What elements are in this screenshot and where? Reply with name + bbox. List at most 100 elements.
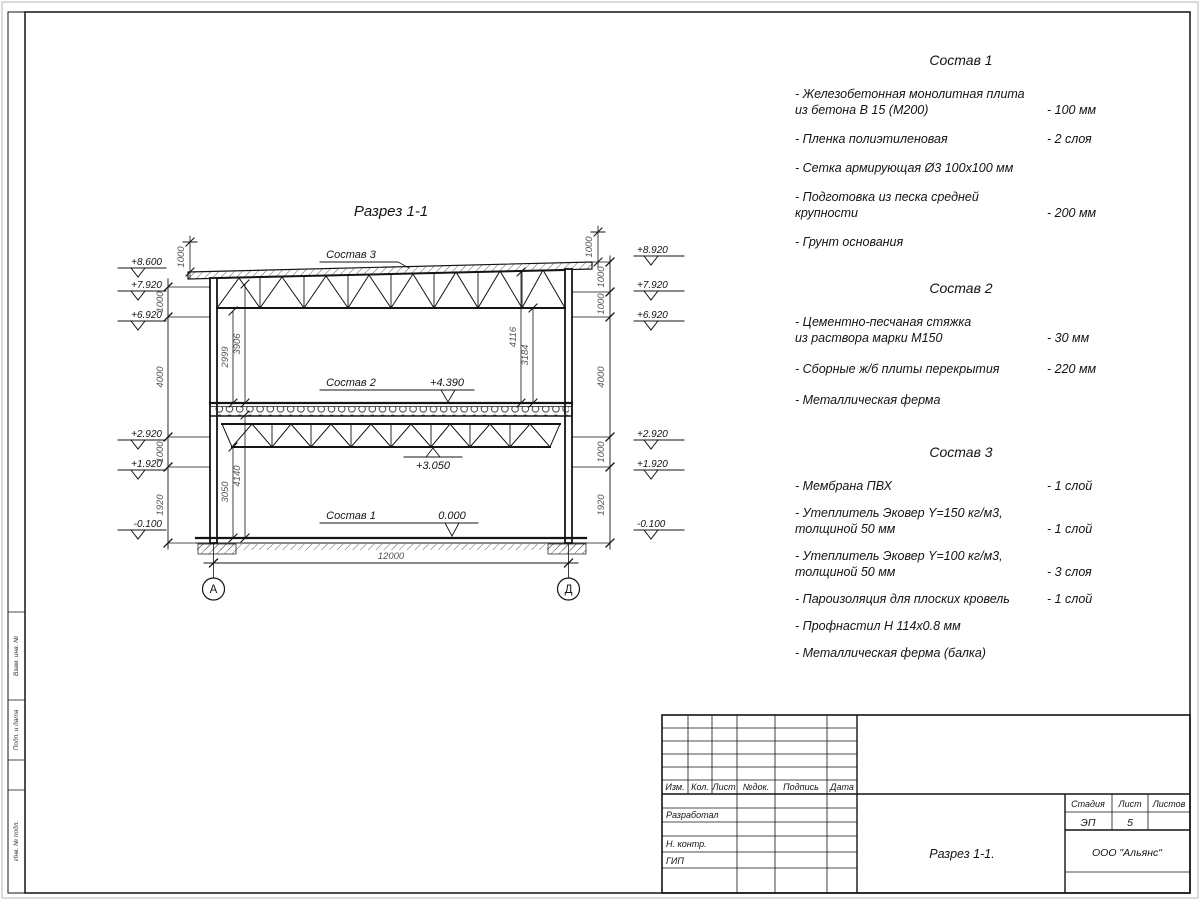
tb-stage-label: Стадия (1071, 799, 1105, 809)
spec-item: - Утеплитель Эковер Y=100 кг/м3, толщино… (795, 548, 1127, 580)
left-stamp-strip: Взам. инв. № Подп. и дата Инв. № подл. (12, 636, 20, 861)
tb-sheet-value: 5 (1127, 817, 1133, 829)
level-floor-label: 0.000 (438, 510, 466, 522)
stamp-label: Взам. инв. № (13, 636, 20, 676)
dim-label: 4000 (596, 366, 607, 388)
tb-sheet-label: Лист (1117, 799, 1142, 809)
axis-letter-right: Д (565, 584, 573, 596)
section-view (117, 225, 685, 601)
spec-item: - Пароизоляция для плоских кровель - 1 с… (795, 591, 1127, 607)
spec-item: - Металлическая ферма (балка) (795, 645, 1127, 661)
spec-item-name: - Мембрана ПВХ (795, 479, 892, 493)
spec-item-name: - Пароизоляция для плоских кровель (795, 592, 1010, 606)
spec-item-value: - 2 слоя (1047, 132, 1092, 146)
elevation-label: +7.920 (131, 280, 162, 291)
roof-slab (187, 261, 593, 280)
dim-label: 4116 (508, 326, 519, 347)
tb-role-gip: ГИП (666, 856, 684, 866)
dim-label: 3050 (220, 481, 231, 503)
dim-label: 1000 (584, 236, 595, 258)
title-block (661, 714, 1191, 894)
dim-chain-left (163, 235, 211, 550)
callout-sostav-1: Состав 1 (326, 510, 376, 522)
dim-label: 1000 (596, 293, 607, 315)
tb-col-data: Дата (829, 782, 854, 792)
spec-item-name: - Грунт основания (795, 235, 904, 249)
mid-slab (208, 401, 574, 417)
spec-list-sostav-2: Состав 2 - Цементно-песчаная стяжка из р… (795, 280, 1127, 423)
spec-item: - Мембрана ПВХ - 1 слой (795, 478, 1127, 494)
spec-item-value: - 3 слоя (1047, 565, 1092, 579)
axis-bubble-left (201, 577, 226, 601)
dim-label: 1000 (155, 441, 166, 463)
elevation-label: +7.920 (637, 280, 668, 291)
tb-role-developed: Разработал (666, 810, 718, 820)
elevation-label: +2.920 (637, 429, 668, 440)
elevation-marks-right (633, 255, 685, 540)
dim-label: 2999 (220, 346, 231, 369)
elevation-label: +2.920 (131, 429, 162, 440)
dims-interior (228, 267, 538, 543)
spec-item: - Грунт основания (795, 234, 1127, 250)
tb-col-podpis: Подпись (783, 782, 819, 792)
tb-col-izm: Изм. (665, 782, 684, 792)
spec-item-value: - 1 слой (1047, 522, 1093, 536)
elevation-label: -0.100 (134, 519, 163, 530)
spec-item: - Пленка полиэтиленовая - 2 слоя (795, 131, 1127, 147)
elevation-label: +6.920 (131, 310, 162, 321)
spec-item-name: - Сетка армирующая Ø3 100х100 мм (795, 161, 1014, 175)
tb-col-ndok: №док. (743, 782, 769, 792)
spec-item: - Железобетонная монолитная плита из бет… (795, 86, 1127, 118)
spec-item: - Сетка армирующая Ø3 100х100 мм (795, 160, 1127, 176)
stamp-label: Инв. № подл. (12, 821, 20, 862)
spec-item-name: - Утеплитель Эковер Y=150 кг/м3, толщино… (795, 506, 1003, 536)
elevation-label: +6.920 (637, 310, 668, 321)
stamp-label: Подп. и дата (12, 709, 20, 750)
spec-item-value: - 1 слой (1047, 479, 1093, 493)
ground-floor (194, 536, 588, 555)
tb-doc-name: Разрез 1-1. (929, 847, 994, 861)
spec-item: - Подготовка из песка средней крупности … (795, 189, 1127, 221)
spec-item-name: - Сборные ж/б плиты перекрытия (795, 362, 1000, 376)
spec-item-name: - Металлическая ферма (795, 393, 941, 407)
spec-item-value: - 1 слой (1047, 592, 1093, 606)
spec-item-name: - Подготовка из песка средней крупности (795, 190, 979, 220)
spec-list-sostav-1: Состав 1 - Железобетонная монолитная пли… (795, 52, 1127, 263)
spec-item-name: - Утеплитель Эковер Y=100 кг/м3, толщино… (795, 549, 1003, 579)
spec-item-value: - 30 мм (1047, 331, 1090, 345)
elevation-label: +8.920 (637, 245, 668, 256)
spec-item: - Цементно-песчаная стяжка из раствора м… (795, 314, 1127, 346)
section-texts: +8.600 +7.920 +6.920 +2.920 +1.920 -0.10… (131, 236, 668, 596)
section-title: Разрез 1-1 (354, 203, 428, 220)
dim-label: 1000 (176, 246, 187, 268)
callout-sostav-3: Состав 3 (326, 249, 377, 261)
level-truss-label: +3.050 (416, 460, 451, 472)
tb-role-ncontrol: Н. контр. (666, 839, 707, 849)
lower-truss (221, 423, 561, 448)
dim-label: 3184 (520, 344, 531, 365)
callout-leaders (319, 261, 479, 537)
right-wall (564, 268, 573, 544)
dim-label: 4000 (155, 366, 166, 388)
callout-sostav-2: Состав 2 (326, 377, 376, 389)
dim-label-span: 12000 (378, 551, 405, 562)
dim-label: 1000 (596, 441, 607, 463)
spec-item-value: - 200 мм (1047, 206, 1097, 220)
elevation-marks-left (117, 267, 167, 540)
elevation-label: +1.920 (637, 459, 668, 470)
spec-item-value: - 100 мм (1047, 103, 1097, 117)
tb-col-kol: Кол. (691, 782, 709, 792)
dim-bottom-span (203, 558, 579, 568)
tb-col-list: Лист (711, 782, 736, 792)
dim-chain-right (571, 225, 615, 550)
spec-item: - Металлическая ферма (795, 392, 1127, 408)
level-mid-label: +4.390 (430, 377, 465, 389)
axis-letter-left: А (210, 584, 218, 596)
spec-item: - Сборные ж/б плиты перекрытия - 220 мм (795, 361, 1127, 377)
axis-bubble-right (556, 577, 581, 601)
tb-sheets-label: Листов (1152, 799, 1186, 809)
spec-item-name: - Цементно-песчаная стяжка из раствора м… (795, 315, 972, 345)
elevation-label: -0.100 (637, 519, 666, 530)
